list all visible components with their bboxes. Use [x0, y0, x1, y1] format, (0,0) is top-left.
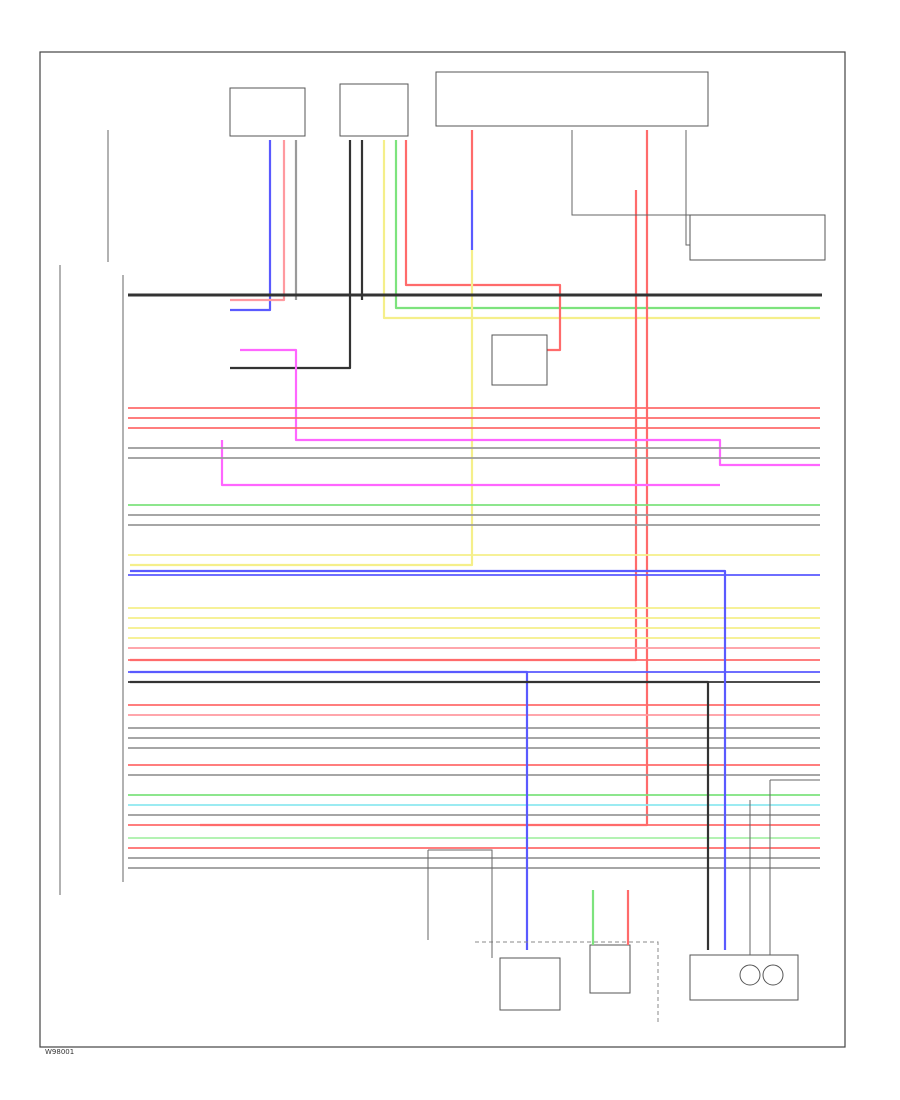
wire-yellow-col: [130, 250, 474, 567]
right-connector: [689, 214, 826, 261]
wire-blue-top: [230, 140, 272, 312]
wire-gray-right-2: [571, 130, 820, 216]
wire-black-drop: [130, 680, 710, 950]
bottom-component-1: [499, 957, 561, 1011]
bottom-component-3: [689, 954, 799, 1001]
bottom-component-2: [589, 944, 631, 994]
bottom-dashed-box: [475, 941, 659, 1025]
footer-code: W98001: [45, 1048, 74, 1056]
harness-rows: [128, 293, 822, 869]
component-box-2: [339, 83, 409, 137]
component-box-3: [435, 71, 709, 127]
wire-magenta-1: [240, 348, 820, 467]
wire-black-mid: [230, 140, 352, 370]
junction-box: [491, 334, 548, 386]
wire-bottom-right: [749, 779, 820, 955]
wire-blue-drop-2: [130, 670, 529, 950]
component-box-1: [229, 87, 306, 137]
diagram-frame: [39, 51, 846, 1048]
wire-magenta-2: [220, 440, 720, 487]
speaker-icon: [739, 964, 761, 986]
wire-green-top: [394, 140, 820, 310]
wire-red-long: [200, 130, 649, 827]
wire-yellow-top: [382, 140, 820, 320]
wire-pink-top: [230, 140, 286, 302]
speaker-icon-2: [762, 964, 784, 986]
wire-bottom-gray: [428, 849, 493, 958]
wire-blue-drop: [130, 569, 727, 950]
